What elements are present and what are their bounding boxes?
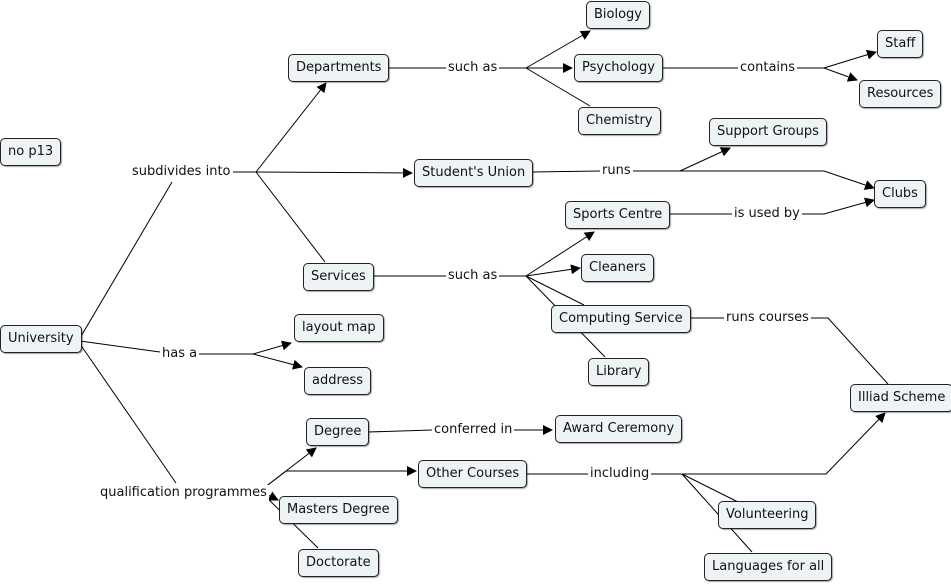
link-including: including (588, 466, 652, 482)
link-is-used-by: is used by (732, 206, 802, 222)
concept-services[interactable]: Services (303, 263, 374, 291)
edge-usedby-clubs (800, 197, 875, 215)
concept-masters-degree[interactable]: Masters Degree (279, 496, 398, 524)
link-has-a: has a (160, 346, 200, 362)
edge-to-staff (823, 49, 877, 69)
concept-address[interactable]: address (304, 367, 372, 395)
concept-staff[interactable]: Staff (877, 30, 924, 58)
concept-departments[interactable]: Departments (288, 54, 390, 82)
edge-to-other-courses (259, 466, 417, 492)
edge-union-runs (530, 170, 601, 173)
link-conferred-in: conferred in (432, 422, 515, 438)
concept-resources[interactable]: Resources (859, 80, 942, 108)
edge-to-departments (255, 82, 327, 173)
link-contains: contains (738, 60, 798, 76)
edge-to-cleaners (525, 264, 581, 277)
edge-to-services (255, 171, 326, 263)
edge-university-hasa (79, 340, 161, 353)
concept-sports-centre[interactable]: Sports Centre (565, 201, 671, 229)
edge-university-qualification (79, 343, 177, 484)
edge-to-resources (823, 67, 858, 82)
concept-clubs[interactable]: Clubs (874, 180, 926, 208)
edge-to-support-groups (679, 147, 731, 172)
edge-runscourses-illiad (809, 317, 889, 385)
concept-chemistry[interactable]: Chemistry (578, 107, 661, 135)
link-subdivides-into: subdivides into (130, 164, 233, 180)
concept-illiad-scheme[interactable]: Illiad Scheme (850, 384, 951, 412)
concept-no-p13[interactable]: no p13 (0, 138, 62, 166)
link-runs-courses: runs courses (724, 310, 811, 326)
concept-support-groups[interactable]: Support Groups (709, 118, 827, 146)
concept-award-ceremony[interactable]: Award Ceremony (555, 415, 683, 443)
link-qualification-programmes: qualification programmes (98, 485, 269, 501)
concept-biology[interactable]: Biology (586, 1, 650, 29)
link-such-as-departments: such as (446, 60, 500, 76)
edge-university-subdivides (79, 181, 173, 339)
link-such-as-services: such as (446, 268, 500, 284)
concept-students-union[interactable]: Student's Union (414, 159, 534, 187)
concept-other-courses[interactable]: Other Courses (418, 460, 528, 488)
concept-university[interactable]: University (0, 325, 82, 353)
edge-to-address (252, 353, 303, 370)
edge-to-students-union (255, 167, 413, 178)
edge-to-languages (681, 473, 753, 553)
concept-languages-for-all[interactable]: Languages for all (704, 553, 833, 581)
concept-cleaners[interactable]: Cleaners (581, 254, 655, 282)
concept-computing-service[interactable]: Computing Service (551, 305, 691, 333)
edge-to-sports-centre (525, 231, 595, 277)
edge-to-biology (525, 30, 591, 69)
edge-to-volunteering (681, 473, 739, 503)
concept-psychology[interactable]: Psychology (574, 54, 663, 82)
concept-doctorate[interactable]: Doctorate (298, 549, 379, 577)
concept-library[interactable]: Library (588, 358, 650, 386)
edge-to-chemistry (525, 67, 591, 107)
edge-to-clubs (680, 170, 875, 190)
concept-layout-map[interactable]: layout map (294, 314, 384, 342)
edge-to-computing-service (525, 275, 585, 306)
edge-to-layout-map (252, 340, 292, 355)
concept-degree[interactable]: Degree (306, 418, 370, 446)
concept-volunteering[interactable]: Volunteering (718, 501, 817, 529)
edge-to-illiad-scheme (682, 412, 886, 475)
link-runs: runs (600, 163, 633, 179)
edge-degree-conferredin (367, 429, 433, 433)
